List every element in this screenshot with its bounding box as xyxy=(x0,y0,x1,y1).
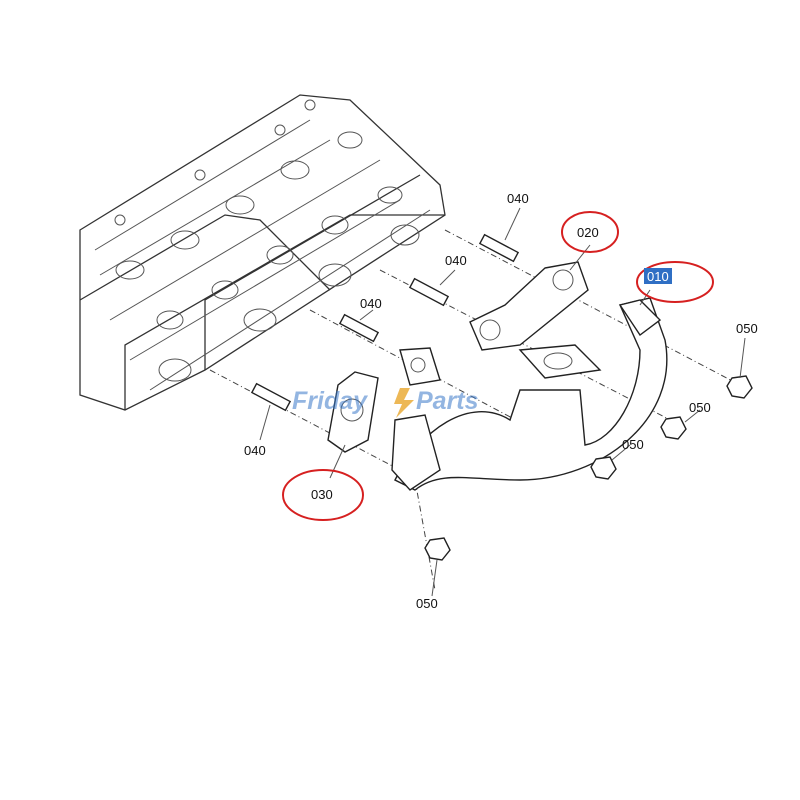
stud-040-d xyxy=(250,382,292,412)
watermark-brand-right: Parts xyxy=(416,387,479,415)
stud-040-b xyxy=(408,277,450,307)
gasket-020 xyxy=(469,261,589,351)
stud-040-a xyxy=(478,233,520,263)
callout-020[interactable]: 020 xyxy=(577,225,599,240)
leader-lines xyxy=(259,207,746,597)
callout-050-c[interactable]: 050 xyxy=(622,437,644,452)
callout-040-a[interactable]: 040 xyxy=(507,191,529,206)
watermark-lightning-icon xyxy=(394,388,414,418)
stud-040-c xyxy=(338,313,380,343)
cylinder-head xyxy=(79,94,446,411)
watermark-logo: Friday Parts xyxy=(292,387,479,418)
callout-010[interactable]: 010 xyxy=(647,269,669,284)
callout-050-d[interactable]: 050 xyxy=(416,596,438,611)
watermark-brand-left: Friday xyxy=(292,387,368,415)
callout-030[interactable]: 030 xyxy=(311,487,333,502)
gasket-030 xyxy=(327,371,379,453)
nut-050-a xyxy=(726,375,753,399)
nut-050-d xyxy=(424,537,451,561)
callout-050-a[interactable]: 050 xyxy=(736,321,758,336)
callout-040-d[interactable]: 040 xyxy=(244,443,266,458)
highlight-ring-010 xyxy=(636,261,714,303)
exhaust-manifold-010 xyxy=(391,297,668,491)
highlight-ring-020 xyxy=(561,211,619,253)
selected-label-highlight xyxy=(644,268,672,284)
nut-050-c xyxy=(590,456,617,480)
callout-040-b[interactable]: 040 xyxy=(445,253,467,268)
callout-050-b[interactable]: 050 xyxy=(689,400,711,415)
callout-040-c[interactable]: 040 xyxy=(360,296,382,311)
nut-050-b xyxy=(660,416,687,440)
highlight-ring-030 xyxy=(282,469,364,521)
